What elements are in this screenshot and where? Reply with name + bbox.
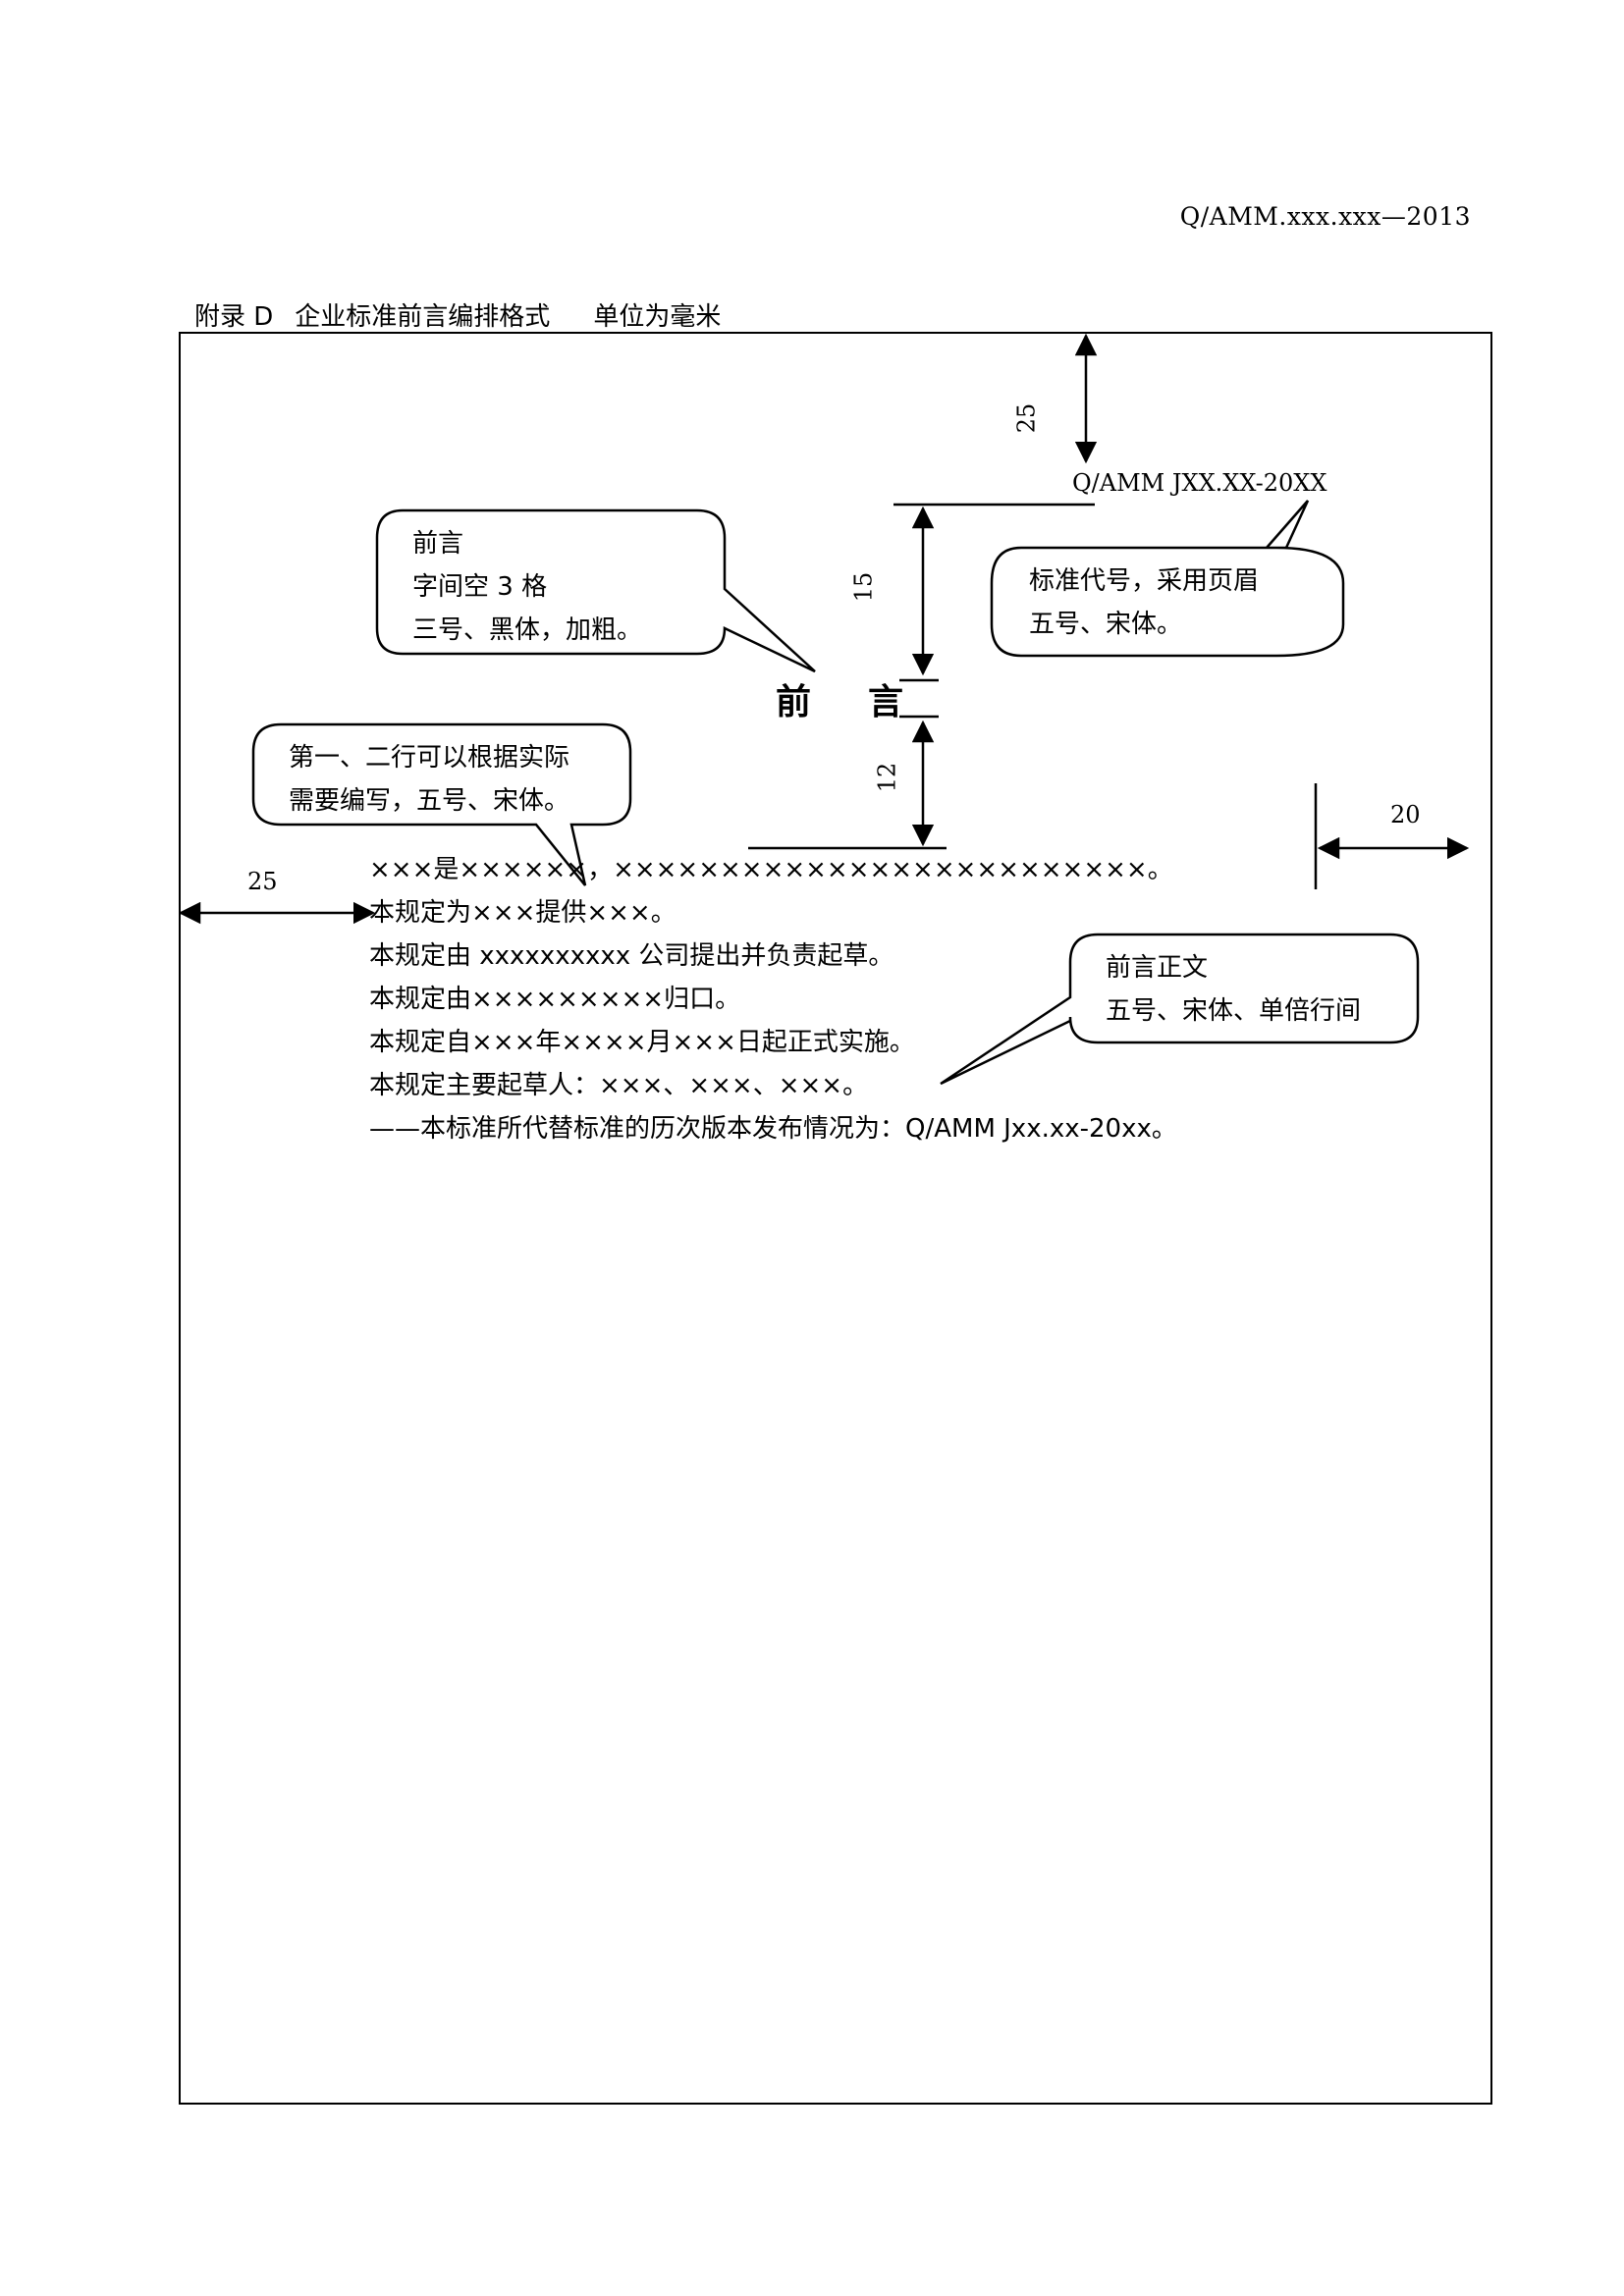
callout-code-format bbox=[990, 500, 1345, 658]
body-line: 本规定由 xxxxxxxxxx 公司提出并负责起草。 bbox=[369, 941, 894, 971]
body-line: 本规定自×××年××××月×××日起正式实施。 bbox=[369, 1028, 915, 1057]
callout-title-format bbox=[375, 508, 816, 673]
dim-code-to-title: 15 bbox=[849, 571, 878, 603]
appendix-title: 附录 D 企业标准前言编排格式 单位为毫米 bbox=[194, 296, 721, 333]
dim-top-margin: 25 bbox=[1012, 402, 1041, 434]
unit-note: 单位为毫米 bbox=[593, 302, 722, 332]
callout-line: 需要编写，五号、宋体。 bbox=[289, 786, 570, 816]
dim-right-margin: 20 bbox=[1390, 801, 1421, 828]
body-line: 本规定主要起草人：×××、×××、×××。 bbox=[369, 1071, 869, 1100]
callout-line: 五号、宋体。 bbox=[1029, 610, 1183, 639]
callout-line: 标准代号，采用页眉 bbox=[1029, 566, 1260, 596]
callout-first-lines bbox=[251, 722, 632, 886]
body-line: 本规定为×××提供×××。 bbox=[369, 898, 677, 928]
callout-line: 字间空 3 格 bbox=[412, 572, 548, 602]
callout-title-format-text: 前言 字间空 3 格 三号、黑体，加粗。 bbox=[412, 522, 642, 652]
callout-code-format-text: 标准代号，采用页眉 五号、宋体。 bbox=[1029, 560, 1259, 646]
body-line: 本规定由×××××××××归口。 bbox=[369, 985, 741, 1014]
dim-left-margin: 25 bbox=[247, 868, 278, 895]
callout-line: 前言 bbox=[412, 529, 464, 559]
callout-line: 第一、二行可以根据实际 bbox=[289, 743, 570, 773]
page-header-code: Q/AMM.xxx.xxx—2013 bbox=[1179, 202, 1471, 231]
sample-page-frame bbox=[179, 332, 1492, 2105]
preface-title: 前言 bbox=[776, 682, 961, 722]
callout-line: 五号、宋体、单倍行间 bbox=[1106, 996, 1362, 1026]
callout-line: 前言正文 bbox=[1106, 953, 1209, 983]
callout-body-format-text: 前言正文 五号、宋体、单倍行间 bbox=[1106, 946, 1361, 1033]
appendix-label: 附录 D bbox=[194, 302, 274, 332]
callout-body-format bbox=[940, 933, 1420, 1086]
appendix-name: 企业标准前言编排格式 bbox=[295, 302, 551, 332]
dim-title-to-body: 12 bbox=[873, 762, 901, 793]
callout-first-lines-text: 第一、二行可以根据实际 需要编写，五号、宋体。 bbox=[289, 736, 569, 823]
body-line: ——本标准所代替标准的历次版本发布情况为：Q/AMM Jxx.xx-20xx。 bbox=[369, 1114, 1177, 1144]
callout-line: 三号、黑体，加粗。 bbox=[412, 615, 643, 645]
preface-body: ×××是××××××，×××××××××××××××××××××××××。 本规… bbox=[369, 848, 1177, 1150]
body-line: ×××是××××××，×××××××××××××××××××××××××。 bbox=[369, 855, 1173, 884]
standard-code: Q/AMM JXX.XX-20XX bbox=[1072, 469, 1327, 497]
